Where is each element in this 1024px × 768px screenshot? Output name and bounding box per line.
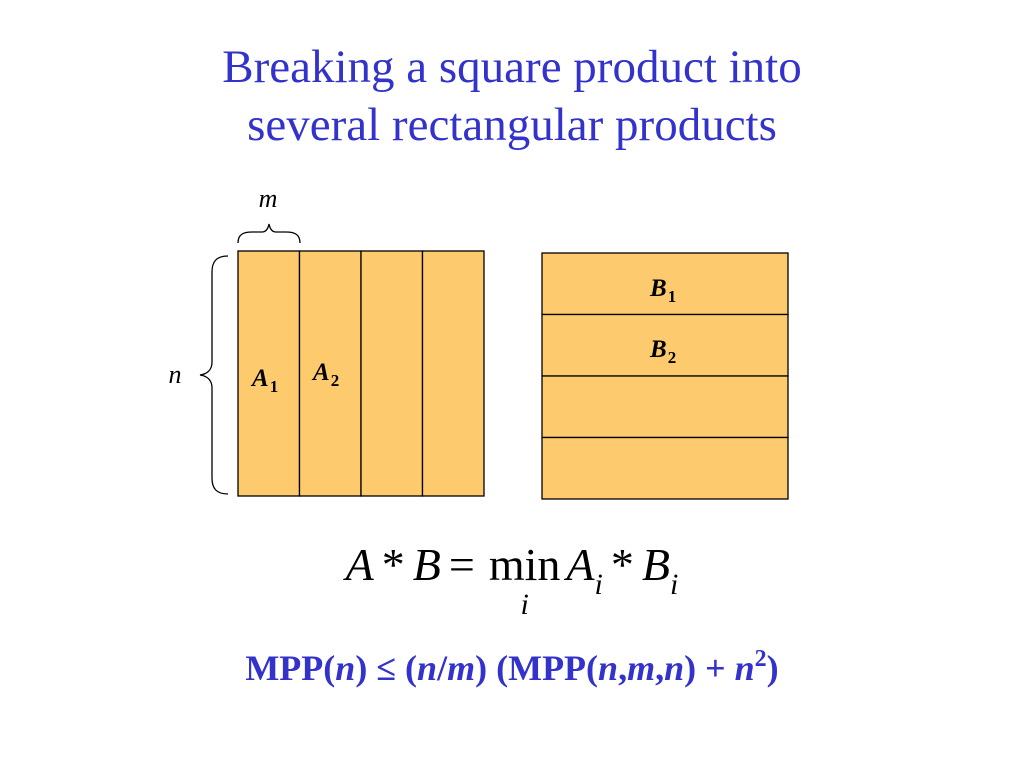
matrix-b-row-3 (541, 375, 789, 439)
formula-lhs-b: B (412, 539, 441, 590)
matrix-b: B1 B2 (541, 252, 789, 500)
brace-m (237, 223, 301, 244)
label-a2: A2 (311, 359, 339, 390)
label-b1-index: 1 (668, 287, 677, 306)
formula-min-subscript: i (520, 588, 529, 621)
label-a1: A1 (250, 365, 278, 396)
mpp-part-5: ) (766, 648, 779, 688)
mpp-part-1: MPP( (245, 648, 336, 688)
label-a1-letter: A (250, 365, 269, 392)
mpp-n-2: n (417, 648, 438, 688)
label-n: n (169, 360, 182, 389)
title-line-1: Breaking a square product into (222, 41, 802, 93)
label-m: m (259, 184, 278, 213)
label-a2-letter: A (311, 359, 330, 386)
label-a1-index: 1 (270, 377, 279, 396)
mpp-exponent: 2 (754, 646, 767, 672)
mpp-slash: / (437, 648, 448, 688)
mpp-n-5: n (734, 648, 755, 688)
formula-star-2: * (610, 539, 634, 590)
slide-title: Breaking a square product into several r… (0, 38, 1024, 154)
formula-min-word: min (488, 539, 561, 590)
matrix-b-row-1 (541, 252, 789, 316)
matrix-b-row-2 (541, 313, 789, 377)
mpp-comma-2: , (655, 648, 665, 688)
matrix-a-column-2 (298, 250, 362, 497)
mpp-n-4: n (664, 648, 685, 688)
mpp-comma-1: , (618, 648, 628, 688)
formula-rhs-b: B (641, 539, 670, 590)
mpp-n-1: n (335, 648, 356, 688)
label-b2-index: 2 (668, 348, 677, 367)
formula-rhs-b-subscript: i (669, 568, 679, 601)
mpp-part-2: ) ≤ ( (355, 648, 418, 688)
formula-rhs-a-subscript: i (594, 568, 603, 601)
label-b2: B2 (649, 336, 676, 367)
mpp-part-3: ) (MPP( (475, 648, 599, 688)
label-b1-letter: B (649, 275, 667, 302)
mpp-part-4: ) + (684, 648, 735, 688)
formula-rhs-a: A (566, 539, 595, 590)
matrix-b-row-4 (541, 436, 789, 500)
matrix-a-column-1 (237, 250, 301, 497)
title-line-2: several rectangular products (247, 99, 777, 151)
label-b2-letter: B (649, 336, 667, 363)
formula-equals: = (448, 539, 475, 590)
mpp-n-3: n (598, 648, 619, 688)
formula-lhs-a: A (345, 539, 374, 590)
mpp-m-1: m (447, 648, 476, 688)
mpp-inequality: MPP(n) ≤ (n/m) (MPP(n,m,n) + n2) (0, 646, 1024, 689)
matrix-a-column-4 (421, 250, 485, 497)
matrix-a-column-3 (360, 250, 424, 497)
formula-star-1: * (381, 539, 405, 590)
label-a2-index: 2 (331, 371, 340, 390)
matrix-a: A1 A2 (237, 250, 485, 497)
brace-n (199, 255, 229, 495)
label-b1: B1 (649, 275, 676, 306)
mpp-m-2: m (627, 648, 656, 688)
